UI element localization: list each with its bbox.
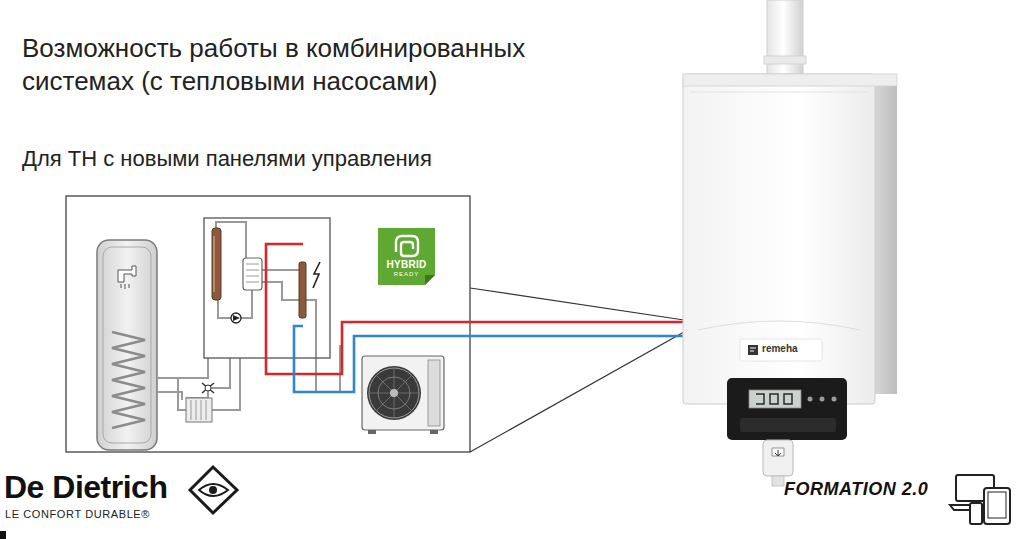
- boiler: [683, 0, 897, 486]
- hydraulic-pipes-part: [262, 269, 300, 271]
- outdoor-unit-part: [367, 366, 421, 420]
- indoor-module-part: [231, 313, 241, 323]
- radiator-part: [186, 398, 212, 422]
- three-way-valve-part: [202, 383, 214, 393]
- boiler-part: [763, 440, 793, 476]
- brand-mark: remeha: [762, 343, 798, 355]
- hydraulic-pipes-part: [212, 358, 240, 410]
- boiler-part: [873, 80, 897, 394]
- devices-icon-part: [984, 488, 1010, 524]
- devices-icon-part: [970, 503, 982, 524]
- boiler-part: [748, 345, 758, 355]
- indoor-module-part: [213, 236, 215, 292]
- boiler-part: [740, 339, 822, 361]
- return-pipe-part: [294, 326, 684, 392]
- boiler-part: [740, 418, 836, 432]
- indoor-module-part: [212, 228, 221, 300]
- corner-mark: [0, 531, 6, 539]
- dhw-tank-part: [112, 332, 145, 428]
- boiler-part: [683, 74, 875, 404]
- hydraulic-pipes-part: [218, 300, 231, 318]
- hydraulic-pipes-part: [306, 300, 340, 392]
- outdoor-unit-part: [368, 430, 376, 434]
- devices-icon-part: [988, 492, 1006, 518]
- indoor-module-part: [246, 264, 259, 282]
- boiler-part: [808, 397, 813, 402]
- brand-symbol-part: [209, 486, 217, 494]
- boiler-part: [698, 321, 860, 330]
- boiler-part: [772, 448, 784, 456]
- boiler-part: [832, 397, 837, 402]
- brand-symbol-part: [199, 484, 228, 496]
- outdoor-unit-part: [369, 368, 419, 418]
- boiler-part: [775, 450, 781, 456]
- hydraulic-pipes-part: [178, 378, 186, 410]
- slide-subtitle: Для ТН с новыми панелями управления: [22, 146, 432, 172]
- boiler-part: [749, 390, 801, 408]
- outdoor-unit-part: [369, 368, 419, 418]
- hydraulic-pipes-part: [208, 358, 230, 388]
- outdoor-unit-part: [390, 389, 398, 397]
- badge-icon: [396, 236, 418, 256]
- outdoor-unit-part: [378, 377, 410, 409]
- boiler-part: [820, 397, 825, 402]
- callout-frame: [66, 196, 684, 452]
- three-way-valve: [202, 383, 214, 393]
- indoor-module-part: [243, 258, 262, 290]
- boiler-part: [683, 74, 897, 86]
- callout-frame-part: [66, 196, 470, 452]
- slide-title: Возможность работы в комбинированных сис…: [22, 32, 622, 98]
- outdoor-unit: [362, 356, 444, 434]
- dhw-tank-part: [103, 247, 151, 443]
- indoor-module-part: [233, 315, 240, 321]
- course-name: FORMATION 2.0: [784, 478, 928, 500]
- indoor-module-part: [299, 262, 306, 318]
- devices-icon: [950, 475, 1010, 524]
- callout-frame-part: [470, 288, 684, 320]
- hydraulic-pipes-part: [157, 358, 208, 378]
- indoor-module-part: [313, 262, 320, 288]
- badge: HYBRIDREADY: [378, 228, 435, 285]
- hydraulic-pipes: [157, 222, 340, 410]
- dhw-tank-part: [121, 284, 129, 289]
- badge-fill: [378, 228, 435, 285]
- hydraulic-pipes-part: [186, 388, 208, 398]
- boiler-part: [764, 56, 806, 64]
- brand-symbol: [190, 467, 237, 513]
- outdoor-unit-part: [428, 360, 440, 426]
- flow-pipe: [266, 244, 684, 374]
- three-way-valve-part: [205, 385, 211, 391]
- return-pipe: [294, 326, 684, 392]
- boiler-part: [750, 348, 756, 351]
- brand-tagline: LE CONFORT DURABLE®: [5, 508, 150, 521]
- boiler-part: [767, 0, 803, 76]
- boiler-part: [756, 394, 792, 404]
- hydraulic-pipes-part: [262, 282, 300, 300]
- outdoor-unit-part: [430, 430, 438, 434]
- badge-text: HYBRID: [386, 259, 426, 271]
- outdoor-unit-part: [362, 356, 444, 430]
- boiler-part: [772, 476, 784, 486]
- badge-text: READY: [394, 271, 420, 278]
- dhw-tank-part: [118, 266, 136, 282]
- dhw-tank-part: [97, 240, 157, 450]
- brand-symbol-part: [190, 467, 237, 513]
- boiler-part: [727, 378, 847, 440]
- badge-fold: [425, 275, 435, 285]
- callout-frame-part: [470, 332, 684, 452]
- hydraulic-pipes-part: [241, 290, 252, 318]
- corner-mark-part: [0, 531, 6, 539]
- radiator-part: [191, 400, 206, 420]
- brand-name: De Dietrich: [4, 468, 167, 506]
- radiator: [186, 398, 212, 422]
- flow-pipe-part: [266, 244, 684, 374]
- boiler-part: [690, 92, 868, 93]
- dhw-tank: [97, 240, 157, 450]
